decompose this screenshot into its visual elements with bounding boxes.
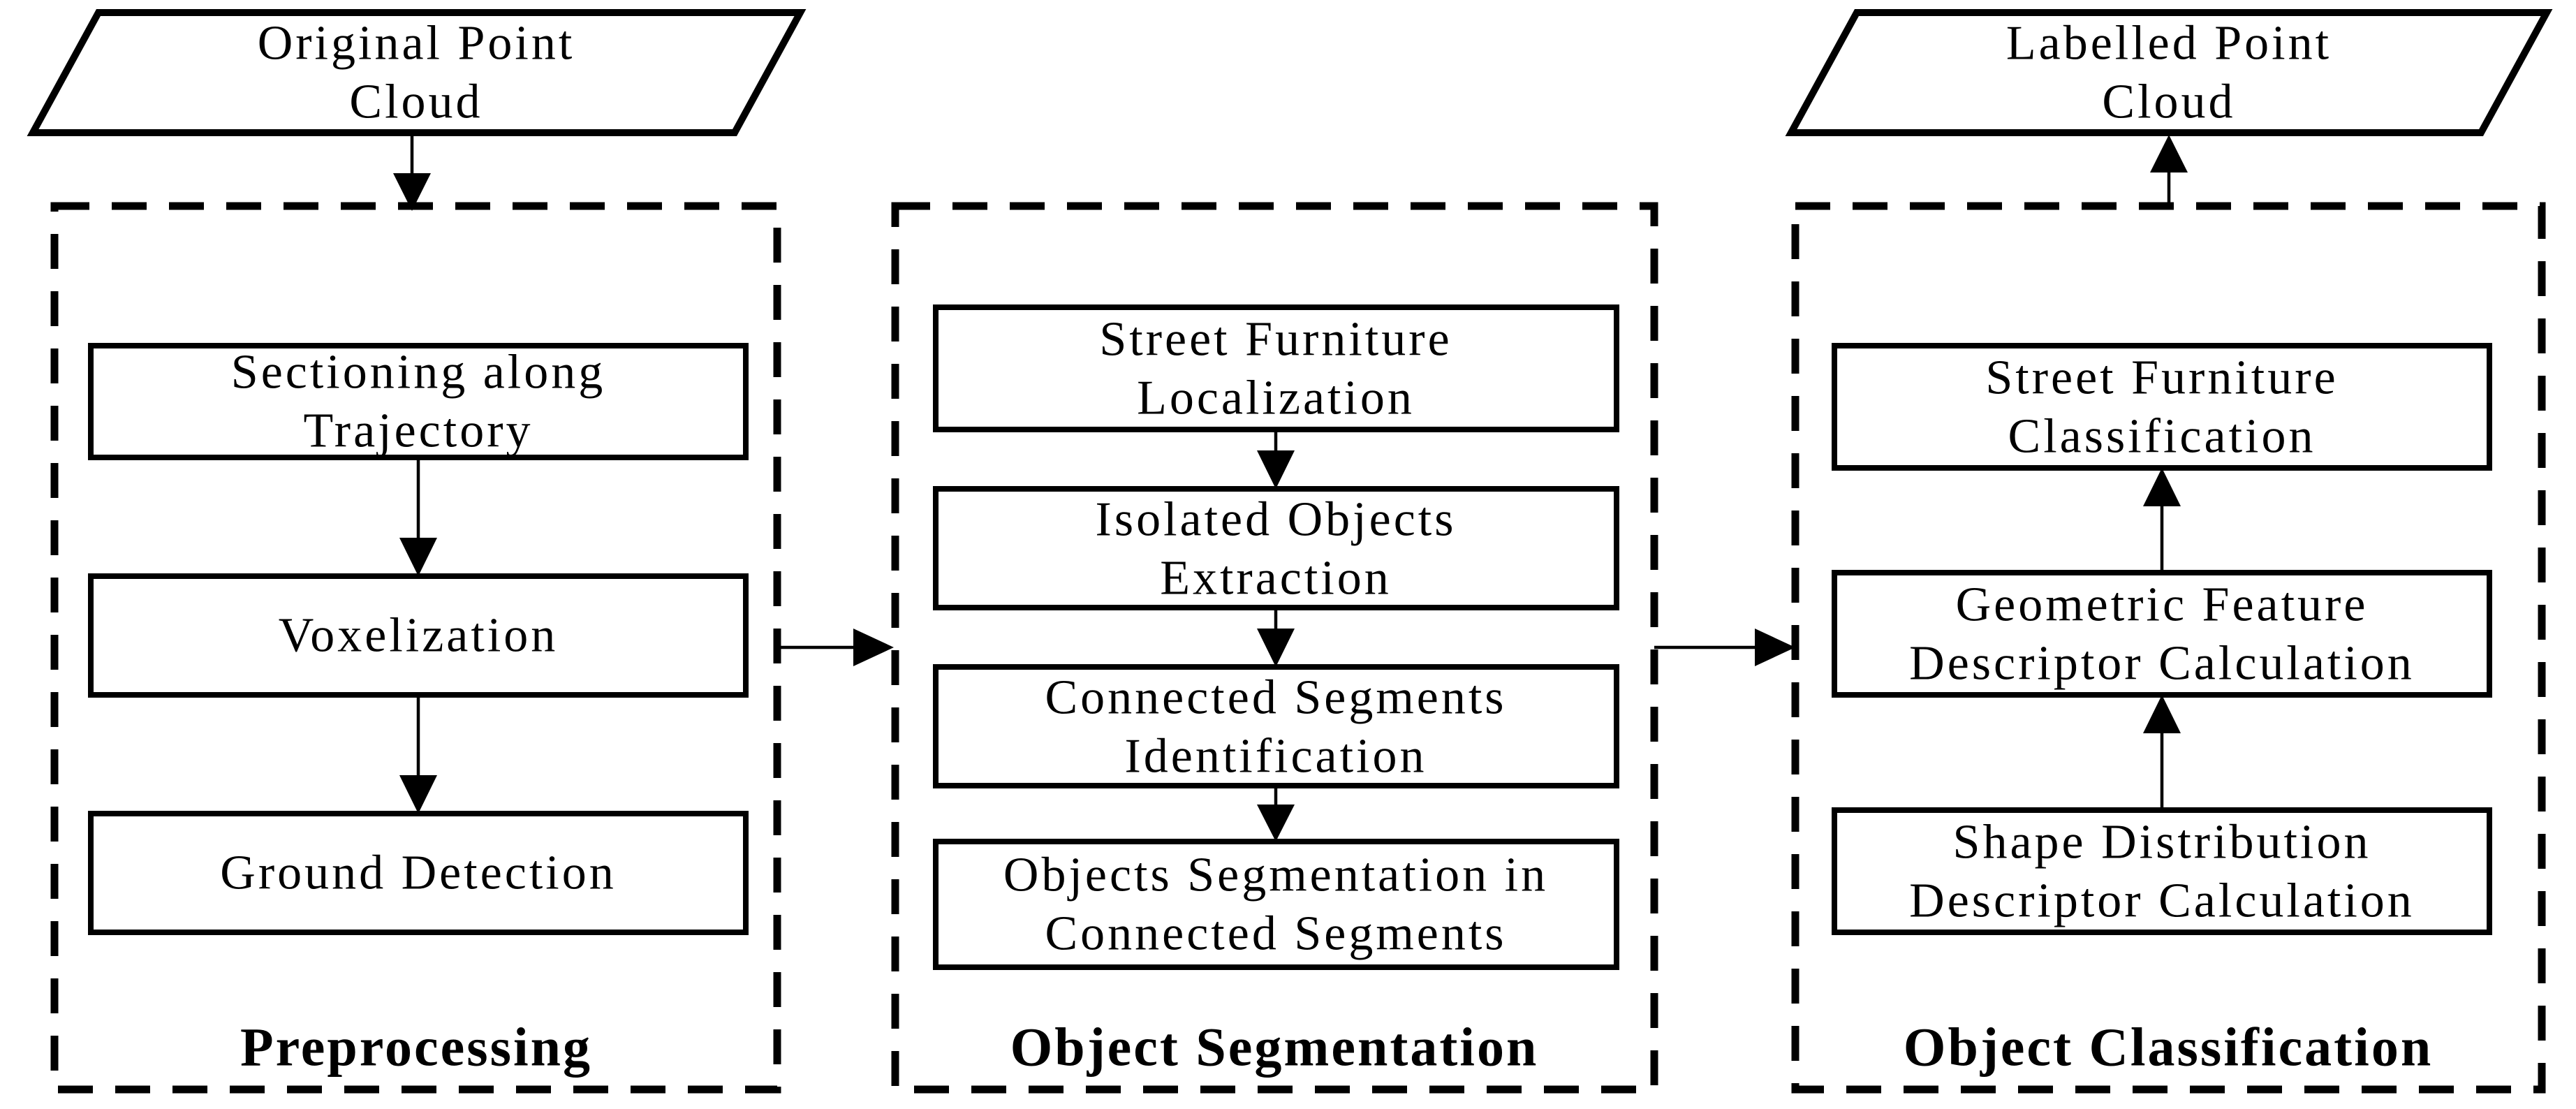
step-label-line2: Identification — [1124, 730, 1427, 784]
arrow-down-icon — [393, 173, 431, 211]
step-shape-distribution-descriptor-calculation: Shape Distribution Descriptor Calculatio… — [1832, 807, 2492, 935]
step-voxelization: Voxelization — [88, 573, 749, 698]
parallelogram-shape — [1785, 8, 2553, 136]
step-label-line1: Ground Detection — [220, 846, 616, 900]
step-label-line2: Descriptor Calculation — [1909, 874, 2415, 928]
labelled-point-cloud-label-line2: Cloud — [2102, 75, 2235, 129]
arrow-up-icon — [2150, 135, 2188, 172]
arrow-object-segmentation-to-object-classification — [1654, 629, 1795, 666]
original-point-cloud-label-line2: Cloud — [349, 75, 483, 129]
step-ground-detection: Ground Detection — [88, 811, 749, 935]
step-label-line2: Classification — [2008, 410, 2316, 464]
labelled-point-cloud-label-line1: Labelled Point — [2006, 17, 2332, 71]
step-box — [933, 839, 1619, 970]
arrow-down-icon — [1257, 629, 1295, 667]
step-label-line2: Connected Segments — [1045, 907, 1506, 961]
original-point-cloud-node: Original Point Cloud — [27, 8, 807, 136]
object-segmentation-section-frame — [891, 202, 1658, 1094]
step-label-line2: Trajectory — [303, 404, 533, 458]
arrow-right-icon — [853, 629, 894, 666]
arrow-sectioning-to-voxelization — [399, 457, 437, 576]
arrow-up-icon — [2143, 468, 2181, 506]
step-geometric-feature-descriptor-calculation: Geometric Feature Descriptor Calculation — [1832, 570, 2492, 698]
step-label-line1: Objects Segmentation in — [1003, 849, 1548, 902]
arrow-down-icon — [399, 775, 437, 814]
arrow-localization-to-extraction — [1257, 429, 1295, 489]
step-label-line1: Voxelization — [279, 609, 559, 663]
preprocessing-section-title: Preprocessing — [240, 1017, 592, 1078]
arrow-input-to-preprocessing — [393, 133, 431, 211]
arrow-shape-distribution-to-geometric-feature — [2143, 695, 2181, 810]
step-label-line1: Geometric Feature — [1956, 578, 2369, 632]
step-objects-segmentation-in-connected-segments: Objects Segmentation in Connected Segmen… — [933, 839, 1619, 970]
step-box — [88, 573, 749, 698]
step-label-line2: Extraction — [1160, 552, 1392, 605]
arrow-down-icon — [399, 538, 437, 576]
arrow-up-icon — [2143, 695, 2181, 733]
arrow-extraction-to-identification — [1257, 608, 1295, 667]
step-label-line1: Street Furniture — [1985, 351, 2338, 405]
object-segmentation-section-title: Object Segmentation — [1010, 1017, 1539, 1078]
step-label-line1: Isolated Objects — [1096, 493, 1457, 547]
labelled-point-cloud-node: Labelled Point Cloud — [1785, 8, 2553, 136]
step-label-line1: Connected Segments — [1045, 671, 1506, 725]
step-label-line1: Shape Distribution — [1953, 816, 2371, 869]
arrow-object-classification-to-output — [2150, 135, 2188, 206]
step-label-line2: Localization — [1137, 372, 1415, 425]
step-sectioning-along-trajectory: Sectioning along Trajectory — [88, 343, 749, 460]
arrow-identification-to-segmentation — [1257, 786, 1295, 842]
arrow-voxelization-to-ground-detection — [399, 695, 437, 814]
step-connected-segments-identification: Connected Segments Identification — [933, 664, 1619, 788]
arrow-down-icon — [1257, 805, 1295, 842]
object-classification-section-title: Object Classification — [1904, 1017, 2433, 1078]
step-label-line2: Descriptor Calculation — [1909, 637, 2415, 691]
original-point-cloud-label-line1: Original Point — [258, 17, 575, 71]
step-box — [933, 486, 1619, 610]
arrow-geometric-feature-to-classification — [2143, 468, 2181, 573]
parallelogram-shape — [27, 8, 807, 136]
arrow-right-icon — [1755, 629, 1795, 666]
step-street-furniture-classification: Street Furniture Classification — [1832, 343, 2492, 471]
step-street-furniture-localization: Street Furniture Localization — [933, 304, 1619, 432]
step-label-line1: Street Furniture — [1099, 313, 1452, 367]
step-box — [1832, 343, 2492, 471]
step-isolated-objects-extraction: Isolated Objects Extraction — [933, 486, 1619, 610]
arrow-down-icon — [1257, 450, 1295, 489]
arrow-preprocessing-to-object-segmentation — [777, 629, 894, 666]
step-label-line1: Sectioning along — [231, 346, 605, 399]
step-box — [88, 343, 749, 460]
